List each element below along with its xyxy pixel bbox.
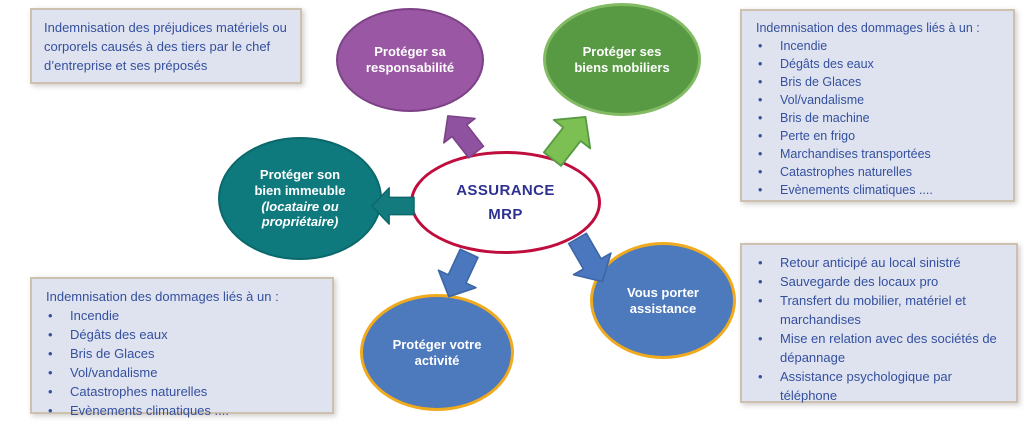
callout-assistance: Retour anticipé au local sinistréSauvega… xyxy=(740,243,1018,403)
node-label: Protéger votre activité xyxy=(392,336,482,368)
bullet-item: Mise en relation avec des sociétés de dé… xyxy=(754,329,1006,367)
node-label: Protéger son bien immeuble xyxy=(254,167,346,198)
node-label: Protéger ses biens mobiliers xyxy=(574,43,670,75)
bullet-item: Incendie xyxy=(754,37,1003,55)
arrow-up-left-icon xyxy=(430,102,494,167)
node-label: Vous porter assistance xyxy=(627,284,699,316)
node-sublabel: (locataire ou propriétaire) xyxy=(261,198,339,230)
bullet-item: Transfert du mobilier, matériel et march… xyxy=(754,291,1006,329)
callout-text: Indemnisation des préjudices matériels o… xyxy=(44,20,287,73)
callout-title: Indemnisation des dommages liés à un : xyxy=(46,289,279,304)
bullet-item: Perte en frigo xyxy=(754,127,1003,145)
bullet-item: Incendie xyxy=(44,306,322,325)
bullet-item: Evènements climatiques .... xyxy=(44,401,322,420)
node-vous-porter-assistance: Vous porter assistance xyxy=(590,242,736,359)
callout-bullet-list: IncendieDégâts des eauxBris de GlacesVol… xyxy=(754,37,1003,199)
bullet-item: Dégâts des eaux xyxy=(44,325,322,344)
arrow-down-right-icon xyxy=(556,225,624,294)
bullet-item: Bris de Glaces xyxy=(754,73,1003,91)
callout-title: Indemnisation des dommages liés à un : xyxy=(756,21,980,35)
bullet-item: Marchandises transportées xyxy=(754,145,1003,163)
center-label: ASSURANCE MRP xyxy=(456,182,555,223)
arrow-up-right-icon xyxy=(531,100,606,176)
bullet-item: Bris de Glaces xyxy=(44,344,322,363)
arrow-down-left-icon xyxy=(428,243,491,308)
bullet-item: Dégâts des eaux xyxy=(754,55,1003,73)
bullet-item: Catastrophes naturelles xyxy=(44,382,322,401)
bullet-item: Vol/vandalisme xyxy=(44,363,322,382)
node-proteger-activite: Protéger votre activité xyxy=(360,294,514,411)
bullet-item: Retour anticipé au local sinistré xyxy=(754,253,1006,272)
bullet-item: Assistance psychologique par téléphone xyxy=(754,367,1006,405)
callout-bullet-list: Retour anticipé au local sinistréSauvega… xyxy=(754,253,1006,405)
bullet-item: Catastrophes naturelles xyxy=(754,163,1003,181)
node-proteger-responsabilite: Protéger sa responsabilité xyxy=(336,8,484,112)
bullet-item: Bris de machine xyxy=(754,109,1003,127)
callout-biens-mobiliers: Indemnisation des dommages liés à un : I… xyxy=(740,9,1015,202)
callout-responsabilite: Indemnisation des préjudices matériels o… xyxy=(30,8,302,84)
bullet-item: Evènements climatiques .... xyxy=(754,181,1003,199)
node-label: Protéger sa responsabilité xyxy=(365,44,455,75)
callout-bullet-list: IncendieDégâts des eauxBris de GlacesVol… xyxy=(44,306,322,420)
bullet-item: Sauvegarde des locaux pro xyxy=(754,272,1006,291)
callout-bien-immeuble: Indemnisation des dommages liés à un : I… xyxy=(30,277,334,420)
node-proteger-bien-immeuble: Protéger son bien immeuble (locataire ou… xyxy=(218,137,382,260)
node-proteger-biens-mobiliers: Protéger ses biens mobiliers xyxy=(543,3,701,116)
arrow-left-icon xyxy=(371,185,415,227)
bullet-item: Vol/vandalisme xyxy=(754,91,1003,109)
